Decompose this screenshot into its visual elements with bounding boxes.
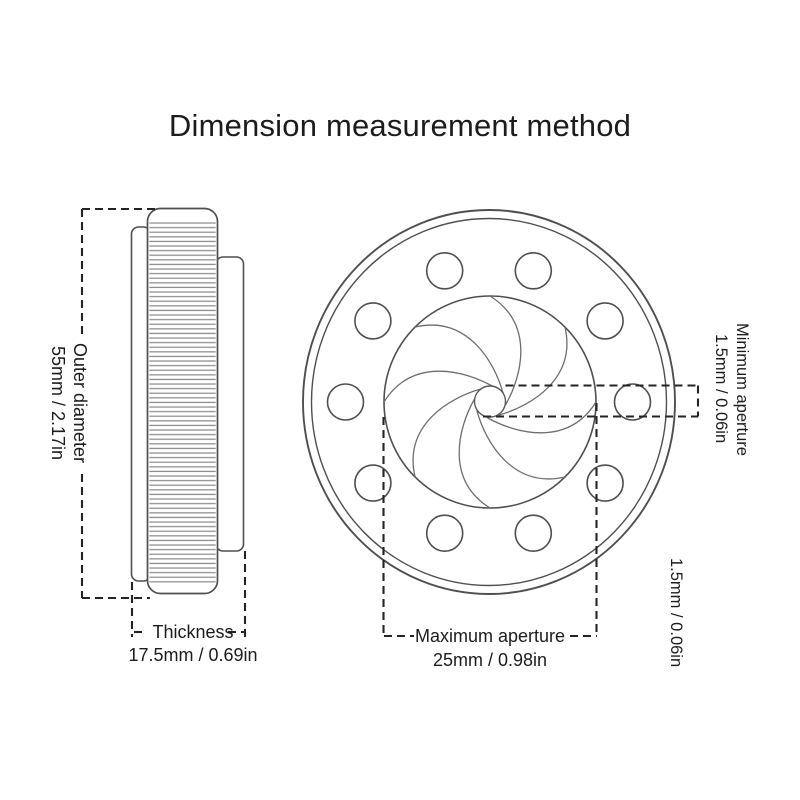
max-aperture-annotation: Maximum aperture 25mm / 0.98in <box>382 624 598 672</box>
dimension-lines <box>80 207 700 638</box>
mounting-hole <box>354 464 392 502</box>
min-aperture-value: 1.5mm / 0.06in <box>712 334 730 444</box>
mounting-hole <box>354 302 392 340</box>
iris-blade <box>383 370 494 403</box>
min-aperture-repeat-annotation: 1.5mm / 0.06in <box>665 543 686 683</box>
outer-diameter-label: Outer diameter <box>70 342 90 464</box>
mounting-hole <box>514 514 553 553</box>
min-aperture-repeat-value: 1.5mm / 0.06in <box>667 558 685 668</box>
thickness-annotation: Thickness 17.5mm / 0.69in <box>104 621 282 666</box>
outer-rim-circle <box>302 209 676 595</box>
side-view-knob <box>130 207 245 595</box>
mounting-hole <box>586 464 624 502</box>
thickness-label: Thickness <box>152 622 234 642</box>
outer-diameter-value: 55mm / 2.17in <box>48 345 68 461</box>
mounting-hole <box>326 383 365 421</box>
inner-rim-circle <box>310 217 668 587</box>
mounting-hole <box>613 383 652 421</box>
min-aperture-annotation: Minimum aperture 1.5mm / 0.06in <box>710 311 752 467</box>
min-aperture-label: Minimum aperture <box>733 322 751 456</box>
iris-blades <box>383 295 597 509</box>
iris-blade <box>489 295 522 406</box>
mounting-hole <box>586 302 624 340</box>
max-aperture-label: Maximum aperture <box>414 626 566 646</box>
diagram-title: Dimension measurement method <box>168 108 632 143</box>
mounting-hole <box>514 251 553 290</box>
knob-front-plate <box>215 256 245 552</box>
mounting-holes <box>326 251 652 553</box>
outer-diameter-annotation: Outer diameter 55mm / 2.17in <box>47 328 91 478</box>
max-aperture-circle <box>383 295 597 509</box>
knurl-texture <box>149 221 216 584</box>
front-view-diaphragm <box>302 209 676 595</box>
min-aperture-circle <box>473 385 507 418</box>
mounting-hole <box>425 514 464 553</box>
thickness-value: 17.5mm / 0.69in <box>128 644 258 665</box>
iris-blade <box>458 398 491 509</box>
mounting-hole <box>425 251 464 290</box>
max-aperture-value: 25mm / 0.98in <box>432 650 548 670</box>
